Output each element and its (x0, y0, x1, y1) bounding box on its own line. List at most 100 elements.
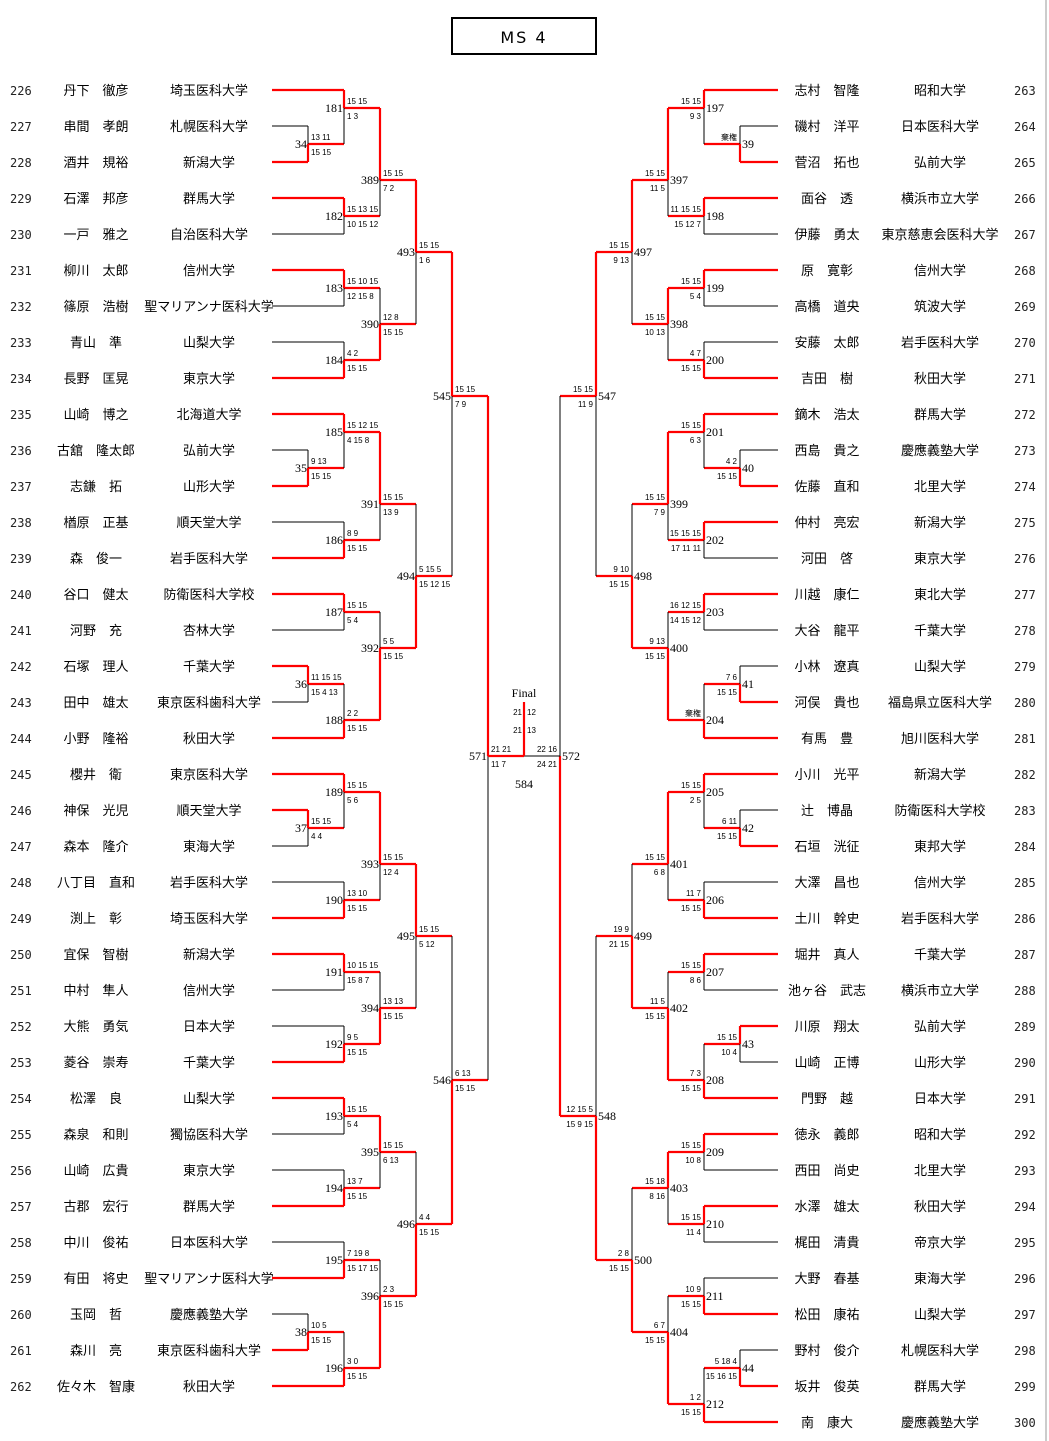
final-score-left: 21 (513, 708, 522, 717)
player-name: 河野 充 (70, 623, 122, 639)
score-bottom: 13 9 (383, 508, 399, 517)
score-top: 15 15 (383, 853, 404, 862)
player-school: 弘前大学 (183, 443, 235, 459)
score-top: 15 15 (419, 925, 440, 934)
score-top: 7 19 8 (347, 1249, 370, 1258)
player-name: 楢原 正基 (63, 516, 128, 531)
match-number: 498 (634, 569, 652, 583)
player-school: 東海大学 (914, 1271, 966, 1287)
player-name: 谷口 健太 (63, 588, 128, 603)
player-school: 群馬大学 (183, 1199, 235, 1215)
score-top: 5 18 4 (715, 1357, 738, 1366)
player-school: 慶應義塾大学 (170, 1307, 248, 1323)
score-top: 15 10 15 (347, 277, 379, 286)
player-seed-number: 260 (10, 1308, 32, 1322)
player-name: 辻 博晶 (801, 804, 853, 819)
player-seed-number: 284 (1014, 840, 1036, 854)
player-school: 千葉大学 (914, 623, 966, 639)
match-number: 395 (361, 1145, 379, 1159)
match-number: 197 (706, 101, 724, 115)
player-seed-number: 263 (1014, 84, 1036, 98)
match-number: 181 (325, 101, 343, 115)
player-school: 日本医科大学 (901, 119, 979, 135)
match-number: 497 (634, 245, 652, 259)
player-seed-number: 262 (10, 1380, 32, 1394)
player-school: 杏林大学 (183, 623, 235, 639)
player-school: 秋田大学 (914, 1199, 966, 1215)
player-seed-number: 296 (1014, 1272, 1036, 1286)
score-top: 10 9 (685, 1285, 701, 1294)
player-seed-number: 276 (1014, 552, 1036, 566)
score-bottom: 8 16 (649, 1192, 665, 1201)
score-top: 15 15 (419, 241, 440, 250)
player-school: 東京医科歯科大学 (157, 695, 261, 711)
match-number: 390 (361, 317, 379, 331)
player-seed-number: 268 (1014, 264, 1036, 278)
player-name: 西田 尚史 (794, 1164, 859, 1179)
player-name: 長野 匡晃 (63, 372, 128, 387)
match-number: 202 (706, 533, 724, 547)
player-seed-number: 292 (1014, 1128, 1036, 1142)
score-top: 5 15 5 (419, 565, 442, 574)
score-bottom: 10 15 12 (347, 220, 379, 229)
final-label: Final (512, 686, 537, 700)
player-seed-number: 230 (10, 228, 32, 242)
player-school: 新潟大学 (183, 947, 235, 963)
score-bottom: 15 15 (455, 1084, 476, 1093)
player-seed-number: 259 (10, 1272, 32, 1286)
player-seed-number: 239 (10, 552, 32, 566)
player-name: 松澤 良 (70, 1091, 122, 1107)
score-top: 15 15 (681, 277, 702, 286)
player-seed-number: 238 (10, 516, 32, 530)
player-name: 青山 準 (70, 335, 122, 351)
player-seed-number: 226 (10, 84, 32, 98)
score-bottom: 15 15 (383, 328, 404, 337)
score-top: 15 15 (681, 961, 702, 970)
score-top: 15 18 (645, 1177, 666, 1186)
match-number: 389 (361, 173, 379, 187)
player-seed-number: 277 (1014, 588, 1036, 602)
score-top: 15 15 (681, 1141, 702, 1150)
player-seed-number: 247 (10, 840, 32, 854)
player-name: 安藤 太郎 (794, 336, 859, 351)
player-seed-number: 252 (10, 1020, 32, 1034)
player-seed-number: 234 (10, 372, 32, 386)
player-seed-number: 264 (1014, 120, 1036, 134)
score-bottom: 15 15 (717, 472, 738, 481)
player-seed-number: 233 (10, 336, 32, 350)
player-seed-number: 282 (1014, 768, 1036, 782)
player-school: 信州大学 (183, 983, 235, 999)
match-number: 391 (361, 497, 379, 511)
player-school: 山梨大学 (183, 335, 235, 351)
match-number: 192 (325, 1037, 343, 1051)
player-school: 昭和大学 (914, 83, 966, 99)
player-school: 新潟大学 (914, 767, 966, 783)
bracket-title: MS 4 (500, 28, 547, 47)
player-name: 田中 雄太 (63, 696, 128, 711)
player-name: 南 康大 (801, 1415, 853, 1431)
match-number: 38 (295, 1325, 307, 1339)
player-school: 山梨大学 (914, 659, 966, 675)
player-seed-number: 237 (10, 480, 32, 494)
score-bottom: 5 6 (347, 796, 359, 805)
match-number: 189 (325, 785, 343, 799)
match-number: 182 (325, 209, 343, 223)
score-bottom: 15 15 (645, 1336, 666, 1345)
player-name: 野村 俊介 (794, 1344, 859, 1359)
player-name: 西島 貴之 (794, 444, 859, 459)
player-school: 新潟大学 (914, 515, 966, 531)
player-name: 菅沼 拓也 (794, 156, 859, 171)
match-number: 205 (706, 785, 724, 799)
player-seed-number: 227 (10, 120, 32, 134)
score-top: 15 15 (681, 781, 702, 790)
player-seed-number: 270 (1014, 336, 1036, 350)
player-school: 山形大学 (183, 479, 235, 495)
player-name: 堀井 真人 (794, 948, 859, 963)
player-school: 弘前大学 (914, 155, 966, 171)
player-school: 順天堂大学 (176, 803, 241, 819)
match-number: 200 (706, 353, 724, 367)
score-top: 12 8 (383, 313, 399, 322)
player-seed-number: 254 (10, 1092, 32, 1106)
player-name: 石垣 洸征 (794, 840, 859, 855)
player-name: 小野 隆裕 (63, 732, 128, 747)
